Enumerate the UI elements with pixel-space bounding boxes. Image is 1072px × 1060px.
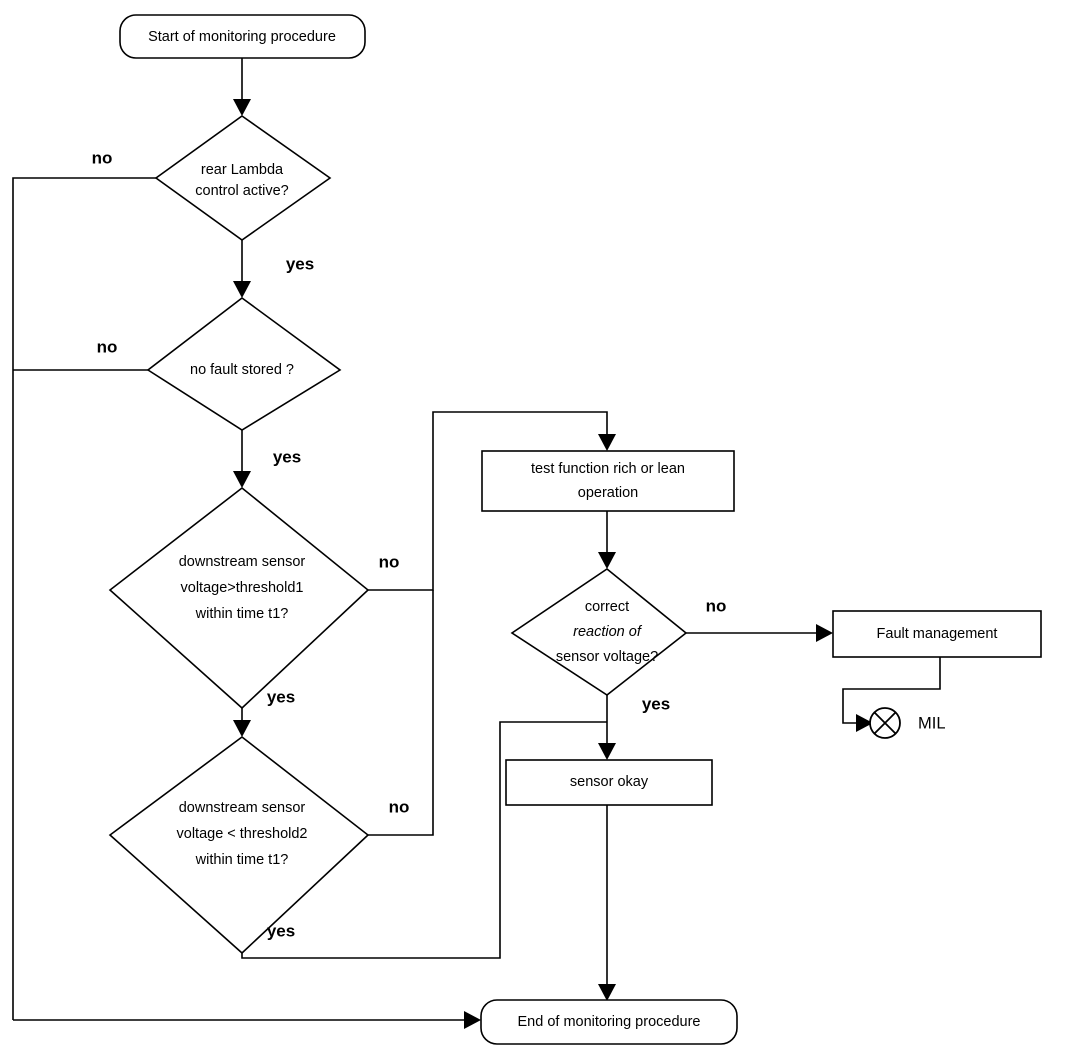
decision-threshold2-shape <box>108 735 370 955</box>
connector-test-function-to-correct-reaction <box>598 511 616 569</box>
decision-threshold1-shape <box>108 486 370 710</box>
connector-start-to-rear-lambda <box>233 58 251 116</box>
process-fault-management-shape <box>832 610 1042 658</box>
node-decision-rear-lambda[interactable]: rear Lambda control active? <box>154 115 332 241</box>
edge-label-threshold1-no: no <box>379 552 400 571</box>
process-test-function-line-1: operation <box>578 485 638 501</box>
start-label: Start of monitoring procedure <box>148 29 336 45</box>
connector-no-fault-yes <box>233 430 251 488</box>
connector-sensor-okay-to-end <box>598 805 616 1001</box>
connector-threshold1-no <box>368 411 616 591</box>
node-decision-correct-reaction[interactable]: correct reaction of sensor voltage? <box>510 568 688 696</box>
mil-label: MIL <box>918 714 946 732</box>
mil-lamp-icon <box>869 707 901 739</box>
connector-correct-reaction-yes <box>598 695 616 760</box>
node-decision-threshold2[interactable]: downstream sensor voltage < threshold2 w… <box>108 735 370 955</box>
edge-label-correct-reaction-no: no <box>706 596 727 615</box>
mil-lamp-cross <box>873 711 897 735</box>
node-decision-no-fault[interactable]: no fault stored ? <box>146 296 342 431</box>
node-process-test-function[interactable]: test function rich or lean operation <box>481 450 735 512</box>
process-sensor-okay-shape <box>505 759 713 806</box>
connector-fault-management-to-mil <box>842 657 941 732</box>
edge-label-no-fault-yes: yes <box>273 447 301 466</box>
end-shape <box>480 999 738 1045</box>
connector-correct-reaction-no <box>686 624 833 642</box>
node-process-sensor-okay[interactable]: sensor okay <box>505 759 713 806</box>
connector-rear-lambda-yes <box>233 240 251 298</box>
decision-correct-reaction-line-0: correct <box>585 599 629 615</box>
decision-correct-reaction-shape <box>510 568 688 696</box>
node-process-fault-management[interactable]: Fault management <box>832 610 1042 658</box>
decision-threshold1-line-0: downstream sensor <box>179 554 306 570</box>
decision-threshold2-line-0: downstream sensor <box>179 800 306 816</box>
decision-correct-reaction-line-2: sensor voltage? <box>556 649 658 665</box>
end-label: End of monitoring procedure <box>518 1014 701 1030</box>
decision-threshold1-line-1: voltage>threshold1 <box>181 580 304 596</box>
decision-threshold2-line-1: voltage < threshold2 <box>177 826 308 842</box>
edge-label-no-fault-no: no <box>97 337 118 356</box>
edge-label-threshold1-yes: yes <box>267 687 295 706</box>
node-end[interactable]: End of monitoring procedure <box>480 999 738 1045</box>
edge-label-rear-lambda-yes: yes <box>286 254 314 273</box>
process-fault-management-line-0: Fault management <box>877 626 998 642</box>
decision-rear-lambda-shape <box>154 115 332 241</box>
edge-label-threshold2-yes: yes <box>267 921 295 940</box>
decision-rear-lambda-line-0: rear Lambda <box>201 162 284 178</box>
connector-threshold2-no <box>368 590 434 836</box>
edge-label-threshold2-no: no <box>389 797 410 816</box>
decision-rear-lambda-line-1: control active? <box>195 183 289 199</box>
start-shape <box>119 14 366 59</box>
edge-label-correct-reaction-yes: yes <box>642 694 670 713</box>
decision-no-fault-line-0: no fault stored ? <box>190 362 294 378</box>
process-test-function-line-0: test function rich or lean <box>531 461 685 477</box>
node-decision-threshold1[interactable]: downstream sensor voltage>threshold1 wit… <box>108 486 370 710</box>
decision-threshold2-line-2: within time t1? <box>195 852 289 868</box>
connector-rear-lambda-no <box>12 177 156 1020</box>
process-sensor-okay-line-0: sensor okay <box>570 774 649 790</box>
connector-threshold2-yes <box>241 721 607 959</box>
decision-no-fault-shape <box>146 296 342 431</box>
edge-label-rear-lambda-no: no <box>92 148 113 167</box>
decision-correct-reaction-line-1: reaction of <box>573 624 643 640</box>
node-start[interactable]: Start of monitoring procedure <box>119 14 366 59</box>
process-test-function-shape <box>481 450 735 512</box>
connector-threshold1-yes <box>233 708 251 737</box>
decision-threshold1-line-2: within time t1? <box>195 606 289 622</box>
connector-left-rail-to-end <box>13 1011 481 1029</box>
